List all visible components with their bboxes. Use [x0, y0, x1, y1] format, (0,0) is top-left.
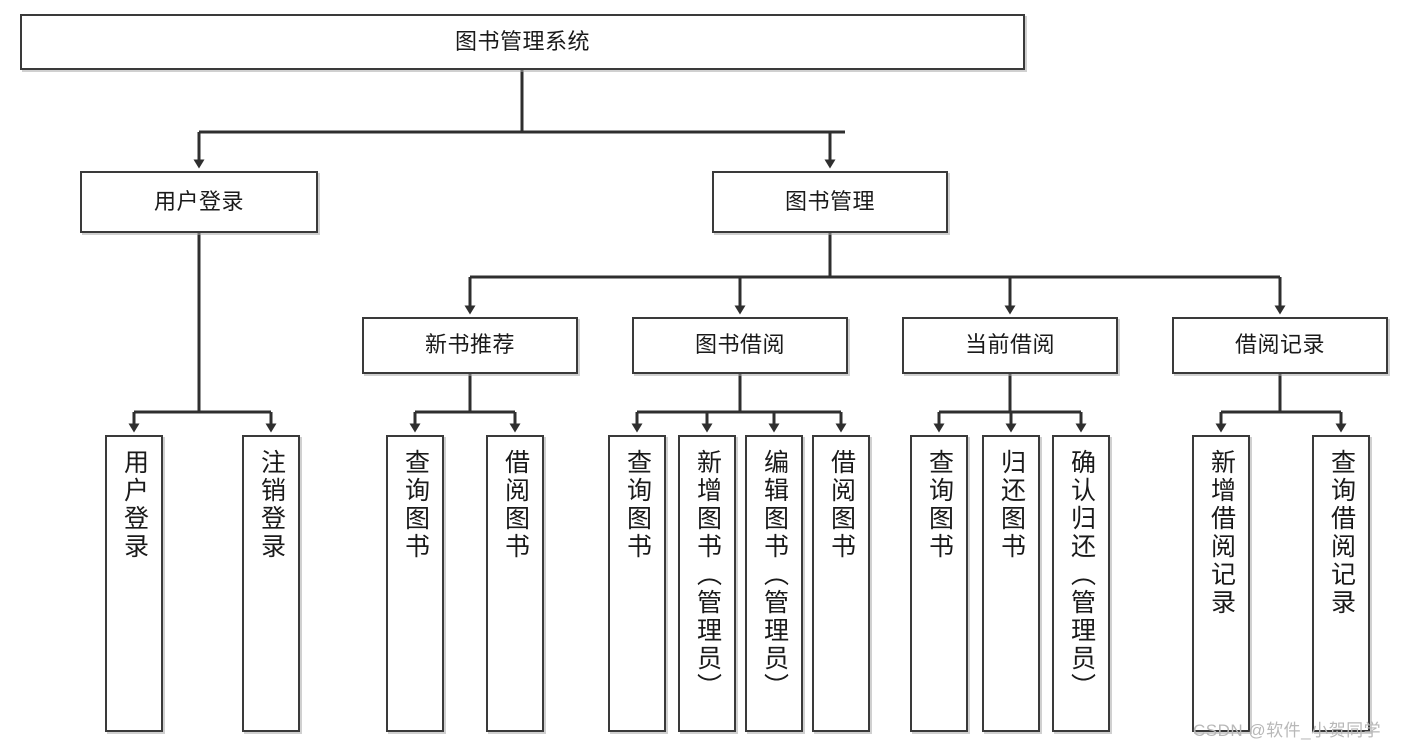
node-leaf-query-book-current[interactable]: 查询图书: [910, 435, 968, 732]
node-leaf-query-record-label: 查询借阅记录: [1327, 449, 1356, 617]
node-new-book-recommend[interactable]: 新书推荐: [362, 317, 578, 374]
node-leaf-add-record-label: 新增借阅记录: [1207, 449, 1236, 617]
node-leaf-query-book-borrow-label: 查询图书: [623, 449, 652, 561]
node-leaf-query-book-rec[interactable]: 查询图书: [386, 435, 444, 732]
node-leaf-confirm-return[interactable]: 确认归还（管理员）: [1052, 435, 1110, 732]
node-leaf-borrow-book-rec[interactable]: 借阅图书: [486, 435, 544, 732]
node-leaf-confirm-return-label: 确认归还（管理员）: [1067, 449, 1096, 701]
node-leaf-borrow-book[interactable]: 借阅图书: [812, 435, 870, 732]
node-root[interactable]: 图书管理系统: [20, 14, 1025, 70]
node-root-label: 图书管理系统: [454, 28, 590, 54]
node-current-borrow-label: 当前借阅: [964, 332, 1055, 358]
node-leaf-user-logout-label: 注销登录: [257, 449, 286, 561]
node-book-management-label: 图书管理: [784, 188, 875, 214]
node-new-book-recommend-label: 新书推荐: [424, 332, 515, 358]
node-borrow-records-label: 借阅记录: [1234, 332, 1325, 358]
node-leaf-add-book[interactable]: 新增图书（管理员）: [678, 435, 736, 732]
node-leaf-user-login-label: 用户登录: [120, 449, 149, 561]
node-book-borrow-label: 图书借阅: [694, 332, 785, 358]
node-leaf-query-record[interactable]: 查询借阅记录: [1312, 435, 1370, 732]
node-borrow-records[interactable]: 借阅记录: [1172, 317, 1388, 374]
node-user-login[interactable]: 用户登录: [80, 171, 318, 233]
node-leaf-return-book-label: 归还图书: [997, 449, 1026, 561]
node-leaf-add-record[interactable]: 新增借阅记录: [1192, 435, 1250, 732]
node-leaf-add-book-label: 新增图书（管理员）: [693, 449, 722, 701]
node-leaf-query-book-rec-label: 查询图书: [401, 449, 430, 561]
node-leaf-borrow-book-label: 借阅图书: [827, 449, 856, 561]
node-user-login-label: 用户登录: [153, 188, 244, 214]
node-leaf-user-logout[interactable]: 注销登录: [242, 435, 300, 732]
node-current-borrow[interactable]: 当前借阅: [902, 317, 1118, 374]
node-leaf-user-login[interactable]: 用户登录: [105, 435, 163, 732]
node-leaf-edit-book[interactable]: 编辑图书（管理员）: [745, 435, 803, 732]
node-leaf-query-book-current-label: 查询图书: [925, 449, 954, 561]
node-book-management[interactable]: 图书管理: [712, 171, 948, 233]
watermark: CSDN @软件_小贺同学: [1193, 721, 1382, 740]
node-leaf-query-book-borrow[interactable]: 查询图书: [608, 435, 666, 732]
node-leaf-return-book[interactable]: 归还图书: [982, 435, 1040, 732]
node-leaf-borrow-book-rec-label: 借阅图书: [501, 449, 530, 561]
node-book-borrow[interactable]: 图书借阅: [632, 317, 848, 374]
node-leaf-edit-book-label: 编辑图书（管理员）: [760, 449, 789, 701]
